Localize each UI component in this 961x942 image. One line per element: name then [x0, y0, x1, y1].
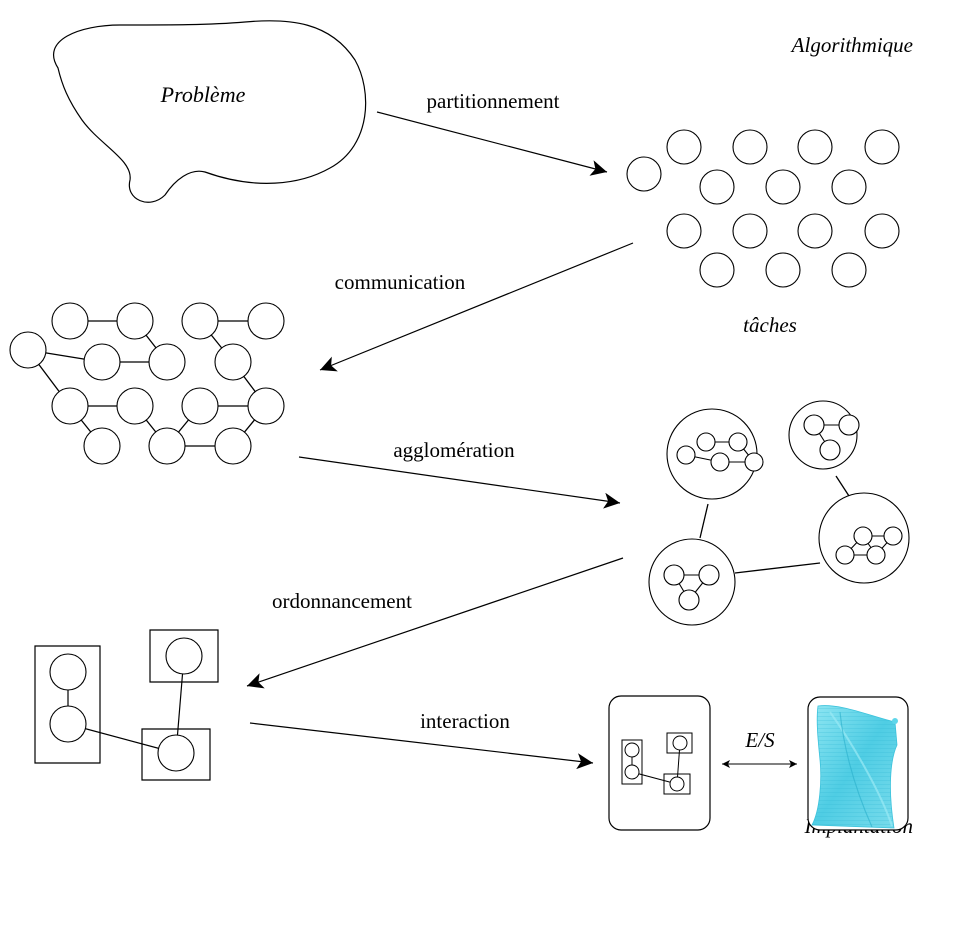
- cluster-links: [700, 476, 849, 573]
- graph-node: [215, 344, 251, 380]
- problem-blob: Problème: [54, 21, 366, 202]
- ordonnancement-label: ordonnancement: [272, 589, 412, 613]
- partitionnement-arrow: [377, 112, 607, 176]
- scheduled-task: [158, 735, 194, 771]
- graph-node: [117, 303, 153, 339]
- graph-node: [52, 303, 88, 339]
- task-node: [832, 170, 866, 204]
- cloth-simulation-image: [812, 706, 898, 828]
- communication-arrow: [320, 243, 633, 372]
- inner-node: [745, 453, 763, 471]
- agglomerated-clusters: [649, 401, 909, 625]
- graph-node: [149, 428, 185, 464]
- processor-box: [150, 630, 218, 682]
- task-node: [865, 214, 899, 248]
- inner-node: [697, 433, 715, 451]
- communication-label: communication: [335, 270, 466, 294]
- graph-node: [149, 344, 185, 380]
- inner-node: [884, 527, 902, 545]
- task-node: [832, 253, 866, 287]
- graph-node: [215, 428, 251, 464]
- inner-node: [804, 415, 824, 435]
- taches-label: tâches: [743, 313, 797, 337]
- scheduled-task: [50, 706, 86, 742]
- task-node: [766, 253, 800, 287]
- inner-node: [677, 446, 695, 464]
- task-node: [667, 214, 701, 248]
- processor-box: [35, 646, 100, 763]
- inner-node: [836, 546, 854, 564]
- es-label: E/S: [744, 728, 775, 752]
- task-node: [627, 157, 661, 191]
- inner-node: [699, 565, 719, 585]
- graph-node: [52, 388, 88, 424]
- interaction-label: interaction: [420, 709, 510, 733]
- graph-node: [10, 332, 46, 368]
- graph-node: [84, 428, 120, 464]
- agglomeration-label: agglomération: [393, 438, 515, 462]
- task-node: [733, 214, 767, 248]
- cluster-circle: [649, 539, 735, 625]
- task-node: [766, 170, 800, 204]
- inner-node: [839, 415, 859, 435]
- inner-node: [664, 565, 684, 585]
- inner-node: [820, 440, 840, 460]
- tasks-group: [627, 130, 899, 287]
- implementation-panel: E/S: [609, 696, 908, 830]
- scheduled-task: [166, 638, 202, 674]
- communication-graph: [10, 303, 284, 464]
- inner-node: [711, 453, 729, 471]
- inner-node: [729, 433, 747, 451]
- task-node: [700, 253, 734, 287]
- task-node: [733, 130, 767, 164]
- graph-node: [117, 388, 153, 424]
- graph-node: [248, 303, 284, 339]
- task-node: [798, 130, 832, 164]
- graph-node: [248, 388, 284, 424]
- agglomeration-arrow: [299, 457, 620, 509]
- scheduled-task: [50, 654, 86, 690]
- task-node: [700, 170, 734, 204]
- communication-edges: [28, 321, 266, 446]
- partitionnement-label: partitionnement: [427, 89, 560, 113]
- graph-node: [182, 303, 218, 339]
- graph-node: [84, 344, 120, 380]
- scheduled-processors: [35, 630, 218, 780]
- graph-node: [182, 388, 218, 424]
- inner-node: [867, 546, 885, 564]
- probleme-label: Problème: [160, 82, 246, 107]
- task-node: [667, 130, 701, 164]
- ordonnancement-arrow: [247, 558, 623, 689]
- inner-node: [679, 590, 699, 610]
- inner-node: [854, 527, 872, 545]
- algorithmique-label: Algorithmique: [790, 33, 913, 57]
- interaction-arrow: [250, 723, 593, 770]
- task-node: [798, 214, 832, 248]
- processor-box: [142, 729, 210, 780]
- task-node: [865, 130, 899, 164]
- mini-schedule-panel: [609, 696, 710, 830]
